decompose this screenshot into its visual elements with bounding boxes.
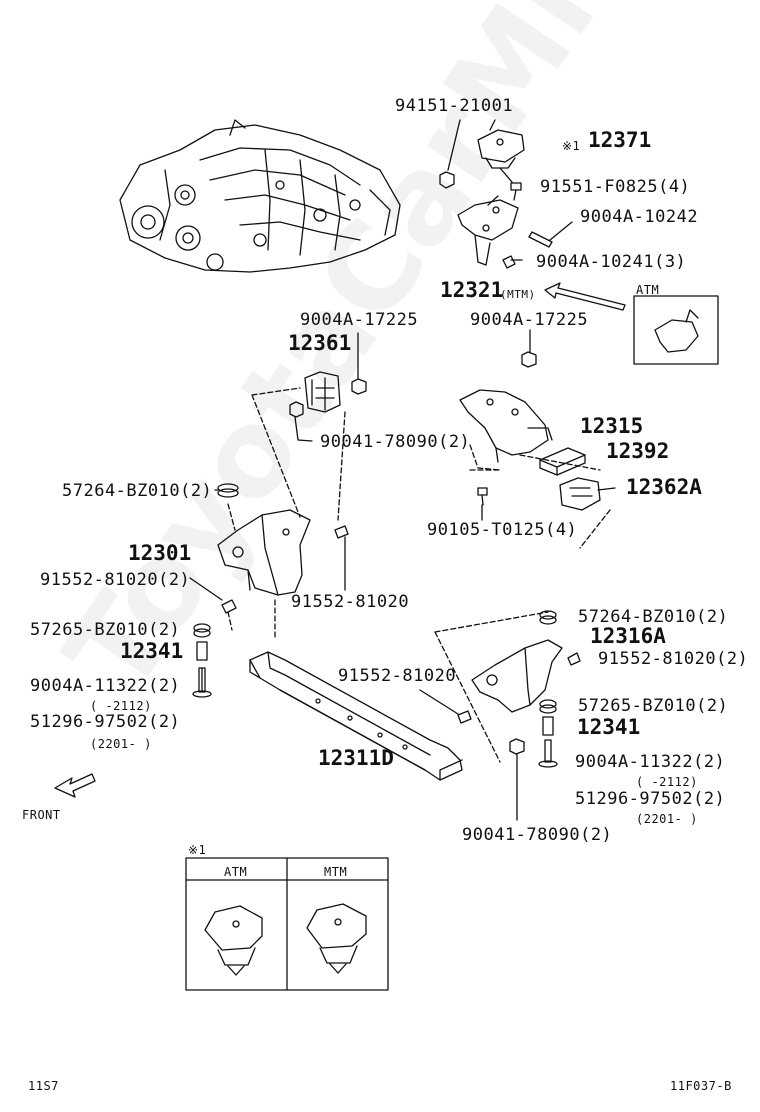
- label-57264-bz010-left: 57264-BZ010(2): [62, 481, 213, 501]
- inset-header-mtm: MTM: [324, 865, 348, 879]
- inset-header-atm: ATM: [224, 865, 248, 879]
- atm-inset-box: [633, 295, 719, 365]
- dashed-link-left2: [227, 611, 233, 631]
- crossmember-12311d-drawing: [249, 599, 463, 781]
- dashed-link-left: [251, 387, 346, 521]
- label-12315: 12315: [580, 414, 644, 438]
- label-range-right-1: ( -2112): [636, 775, 698, 789]
- bolt-91552-center: [419, 689, 472, 724]
- inset-mount-mtm-drawing: [306, 903, 367, 974]
- label-9004a-10241: 9004A-10241(3): [536, 252, 687, 272]
- label-90105-t0125: 90105-T0125(4): [427, 520, 578, 540]
- nut-94151: [439, 119, 461, 189]
- bolt-91552-mid: [334, 525, 349, 591]
- label-91552-81020-center: 91552-81020: [338, 666, 457, 686]
- label-90041-78090-bottom: 90041-78090(2): [462, 825, 613, 845]
- label-91552-81020-right: 91552-81020(2): [598, 649, 749, 669]
- label-9004a-17225-left: 9004A-17225: [300, 310, 419, 330]
- label-range-left-2: (2201- ): [90, 737, 152, 751]
- label-12321-mtm: (MTM): [500, 288, 536, 301]
- label-12321: 12321: [440, 278, 504, 302]
- label-91552-81020-left: 91552-81020(2): [40, 570, 191, 590]
- label-91551-f0825: 91551-F0825(4): [540, 177, 691, 197]
- label-12311d: 12311D: [318, 746, 394, 770]
- dashed-link-right: [469, 444, 611, 549]
- bolt-9004a-10242: [528, 221, 573, 248]
- engine-illustration: [119, 119, 401, 273]
- inset-mount-atm-drawing: [204, 905, 263, 976]
- label-90041-78090-top: 90041-78090(2): [320, 432, 471, 452]
- inset-table: [185, 857, 389, 991]
- label-9004a-17225-right: 9004A-17225: [470, 310, 589, 330]
- screw-90105: [477, 487, 488, 521]
- nut-17225-left: [351, 332, 367, 395]
- label-91552-81020-mid: 91552-81020: [291, 592, 410, 612]
- atm-bracket-drawing: [654, 309, 699, 353]
- label-range-left-1: ( -2112): [90, 699, 152, 713]
- label-12341-right: 12341: [577, 715, 641, 739]
- right-mount-hardware: [538, 699, 558, 768]
- label-12316a: 12316A: [590, 624, 666, 648]
- note1-mark: ※1: [562, 139, 581, 153]
- label-51296-97502-left: 51296-97502(2): [30, 712, 181, 732]
- label-12301: 12301: [128, 541, 192, 565]
- label-57264-bz010-right: 57264-BZ010(2): [578, 607, 729, 627]
- label-12392: 12392: [606, 439, 670, 463]
- washer-57264-right: [539, 610, 557, 625]
- footer-code-right: 11F037-B: [670, 1079, 732, 1093]
- bracket-12316a-drawing: [434, 611, 563, 763]
- label-front: FRONT: [22, 808, 61, 822]
- washer-57264-left: [214, 483, 239, 498]
- label-9004a-11322-right: 9004A-11322(2): [575, 752, 726, 772]
- label-atm: ATM: [636, 283, 660, 297]
- nut-90041-upper: [289, 401, 313, 442]
- inset-mark: ※1: [188, 843, 207, 857]
- label-12362a: 12362A: [626, 475, 702, 499]
- bolt-9004a-10241: [502, 255, 523, 269]
- bracket-12301-drawing: [217, 503, 311, 596]
- label-51296-97502-right: 51296-97502(2): [575, 789, 726, 809]
- mount-12361-drawing: [304, 371, 341, 413]
- label-range-right-2: (2201- ): [636, 812, 698, 826]
- label-12341-left: 12341: [120, 639, 184, 663]
- bracket-12315-drawing: [459, 389, 553, 463]
- bolt-91551: [499, 167, 522, 201]
- bolt-91552-left: [189, 577, 237, 614]
- atm-arrow: [544, 282, 626, 311]
- label-9004a-11322-left: 9004A-11322(2): [30, 676, 181, 696]
- nut-17225-right: [521, 329, 537, 368]
- insulator-12362a-drawing: [559, 477, 616, 511]
- label-12361: 12361: [288, 331, 352, 355]
- label-57265-bz010-left: 57265-BZ010(2): [30, 620, 181, 640]
- nut-90041-bottom: [509, 738, 525, 821]
- label-9004a-10242: 9004A-10242: [580, 207, 699, 227]
- bracket-12321-drawing: [457, 195, 519, 266]
- left-mount-hardware: [192, 623, 212, 698]
- label-12371: 12371: [588, 128, 652, 152]
- label-57265-bz010-right: 57265-BZ010(2): [578, 696, 729, 716]
- footer-code-left: 11S7: [28, 1079, 59, 1093]
- plate-12392-drawing: [539, 447, 586, 476]
- front-arrow-icon: [54, 773, 96, 798]
- mount-12371-drawing: [477, 119, 525, 169]
- label-94151-21001: 94151-21001: [395, 96, 514, 116]
- bolt-91552-right: [567, 652, 581, 666]
